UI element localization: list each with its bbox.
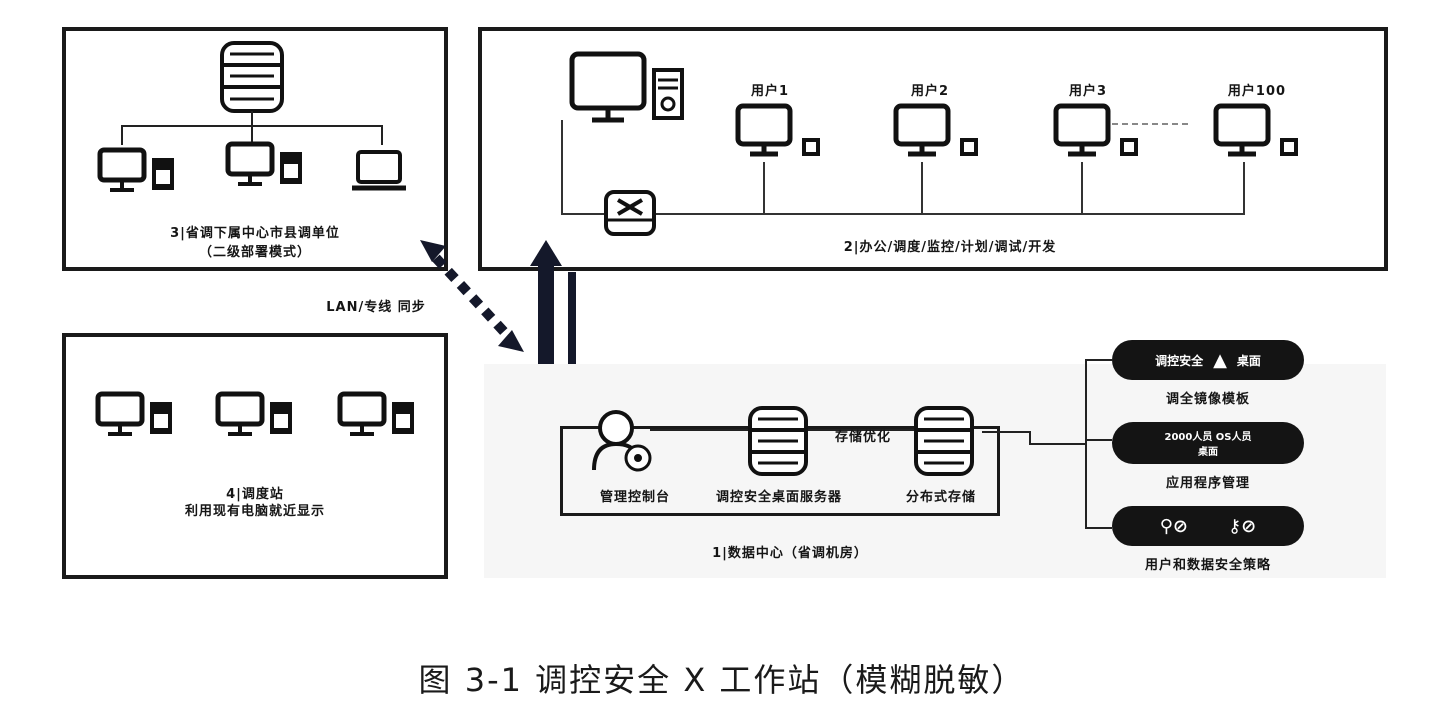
monitor-icon [569,51,684,123]
pill-caption: 调全镜像模板 [1165,392,1250,407]
desktop-server-label: 调控安全桌面服务器 [715,490,842,505]
user-label: 用户3 [1068,84,1108,99]
panel-1-label: 1|数据中心（省调机房） [712,546,868,561]
user-label: 用户2 [910,84,950,99]
monitor-icon [225,141,302,186]
pill-text-left: 2000人员 OS人员 [1164,432,1252,443]
laptop-icon [352,150,406,191]
pill-desktop-image: 调控安全 ▲ 桌面 [1112,340,1304,380]
console-label: 管理控制台 [599,490,670,505]
pill-caption: 用户和数据安全策略 [1144,558,1271,573]
storage-icon [914,406,974,476]
user-check-icon: ⚲⊘ [1159,515,1188,537]
pill-text-right: 桌面 [1198,447,1218,458]
server-icon [220,41,284,113]
monitor-icon [735,103,820,157]
monitor-icon [1213,103,1298,157]
panel-4-dispatch-stations [62,333,448,579]
switch-icon [604,190,656,236]
storage-label: 分布式存储 [905,490,976,505]
storage-opt-label: 存储优化 [834,430,891,445]
monitor-icon [97,147,174,192]
panel-4-label-1: 4|调度站 [226,487,284,502]
pill-text-left: 调控安全 [1155,353,1204,368]
pill-text-right: 桌面 [1236,353,1261,368]
linux-icon: ▲ [1213,349,1227,371]
monitor-icon [1053,103,1138,157]
figure-caption: 图 3-1 调控安全 X 工作站（模糊脱敏） [418,661,1026,699]
pill-security-policy: ⚲⊘ ⚷⊘ [1112,506,1304,546]
monitor-icon [893,103,978,157]
key-check-icon: ⚷⊘ [1228,515,1257,537]
user-label: 用户1 [750,84,790,99]
panel-4-label-2: 利用现有电脑就近显示 [184,504,325,519]
panel-3-label-1: 3|省调下属中心市县调单位 [170,226,340,241]
monitor-icon [215,391,292,436]
monitor-icon [95,391,172,436]
admin-user-icon [592,410,652,472]
pill-caption: 应用程序管理 [1165,476,1250,491]
pill-app-management: 2000人员 OS人员 桌面 [1112,422,1304,464]
panel-2-label: 2|办公/调度/监控/计划/调试/开发 [843,240,1057,255]
link-label: LAN/专线 同步 [326,300,426,315]
server-icon [748,406,808,476]
panel-3-label-2: （二级部署模式） [198,245,311,260]
monitor-icon [337,391,414,436]
user-label: 用户100 [1227,84,1287,99]
